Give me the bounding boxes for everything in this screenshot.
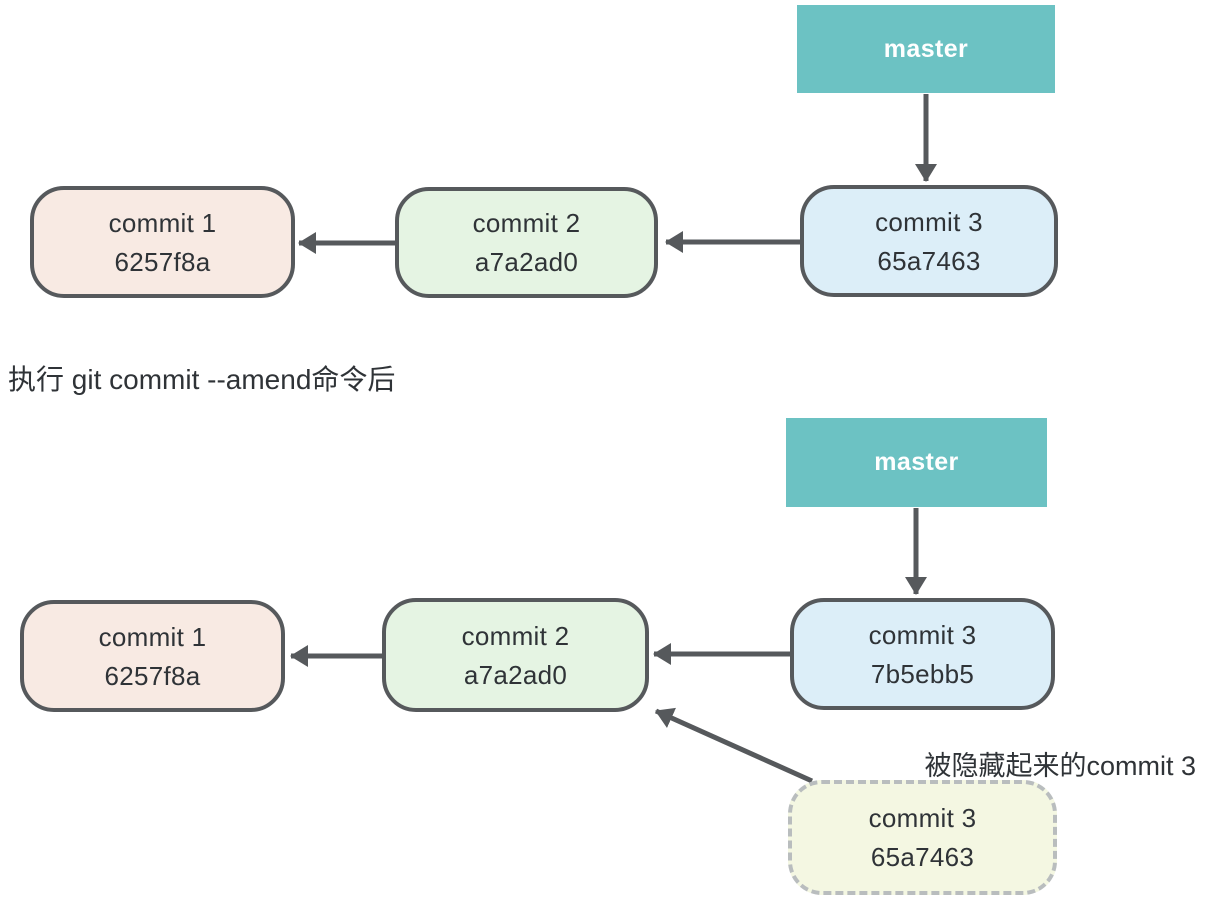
branch-label-master-before: master [797,5,1055,93]
hidden-commit-note: 被隐藏起来的commit 3 [924,751,1196,781]
amend-caption: 执行 git commit --amend命令后 [8,364,396,395]
branch-name: master [883,34,969,63]
commit-title: commit 2 [461,620,570,651]
commit-hash: 65a7463 [877,245,981,276]
branch-name: master [874,448,959,476]
commit-title: commit 2 [472,208,581,238]
commit-node-3-before: commit 3 65a7463 [800,185,1058,297]
commit-node-1-after: commit 1 6257f8a [20,600,285,712]
commit-node-2-before: commit 2 a7a2ad0 [395,187,658,298]
commit-node-2-after: commit 2 a7a2ad0 [382,598,649,712]
commit-hash: 6257f8a [114,246,211,277]
commit-title: commit 3 [868,803,977,833]
commit-hash: a7a2ad0 [463,659,568,690]
commit-node-3-after: commit 3 7b5ebb5 [790,598,1055,710]
commit-title: commit 3 [868,619,977,650]
commit-hash: 6257f8a [104,660,201,691]
commit-hash: 7b5ebb5 [870,658,975,689]
commit-title: commit 3 [875,206,983,237]
commit-hash: 65a7463 [870,842,975,872]
commit-node-3-hidden: commit 3 65a7463 [788,780,1057,895]
commit-node-1-before: commit 1 6257f8a [30,186,295,298]
branch-label-master-after: master [786,418,1047,507]
commit-hash: a7a2ad0 [474,247,579,277]
commit-title: commit 1 [108,207,217,238]
edge-hidden-commit3-to-commit2 [654,707,814,784]
commit-title: commit 1 [98,621,207,652]
